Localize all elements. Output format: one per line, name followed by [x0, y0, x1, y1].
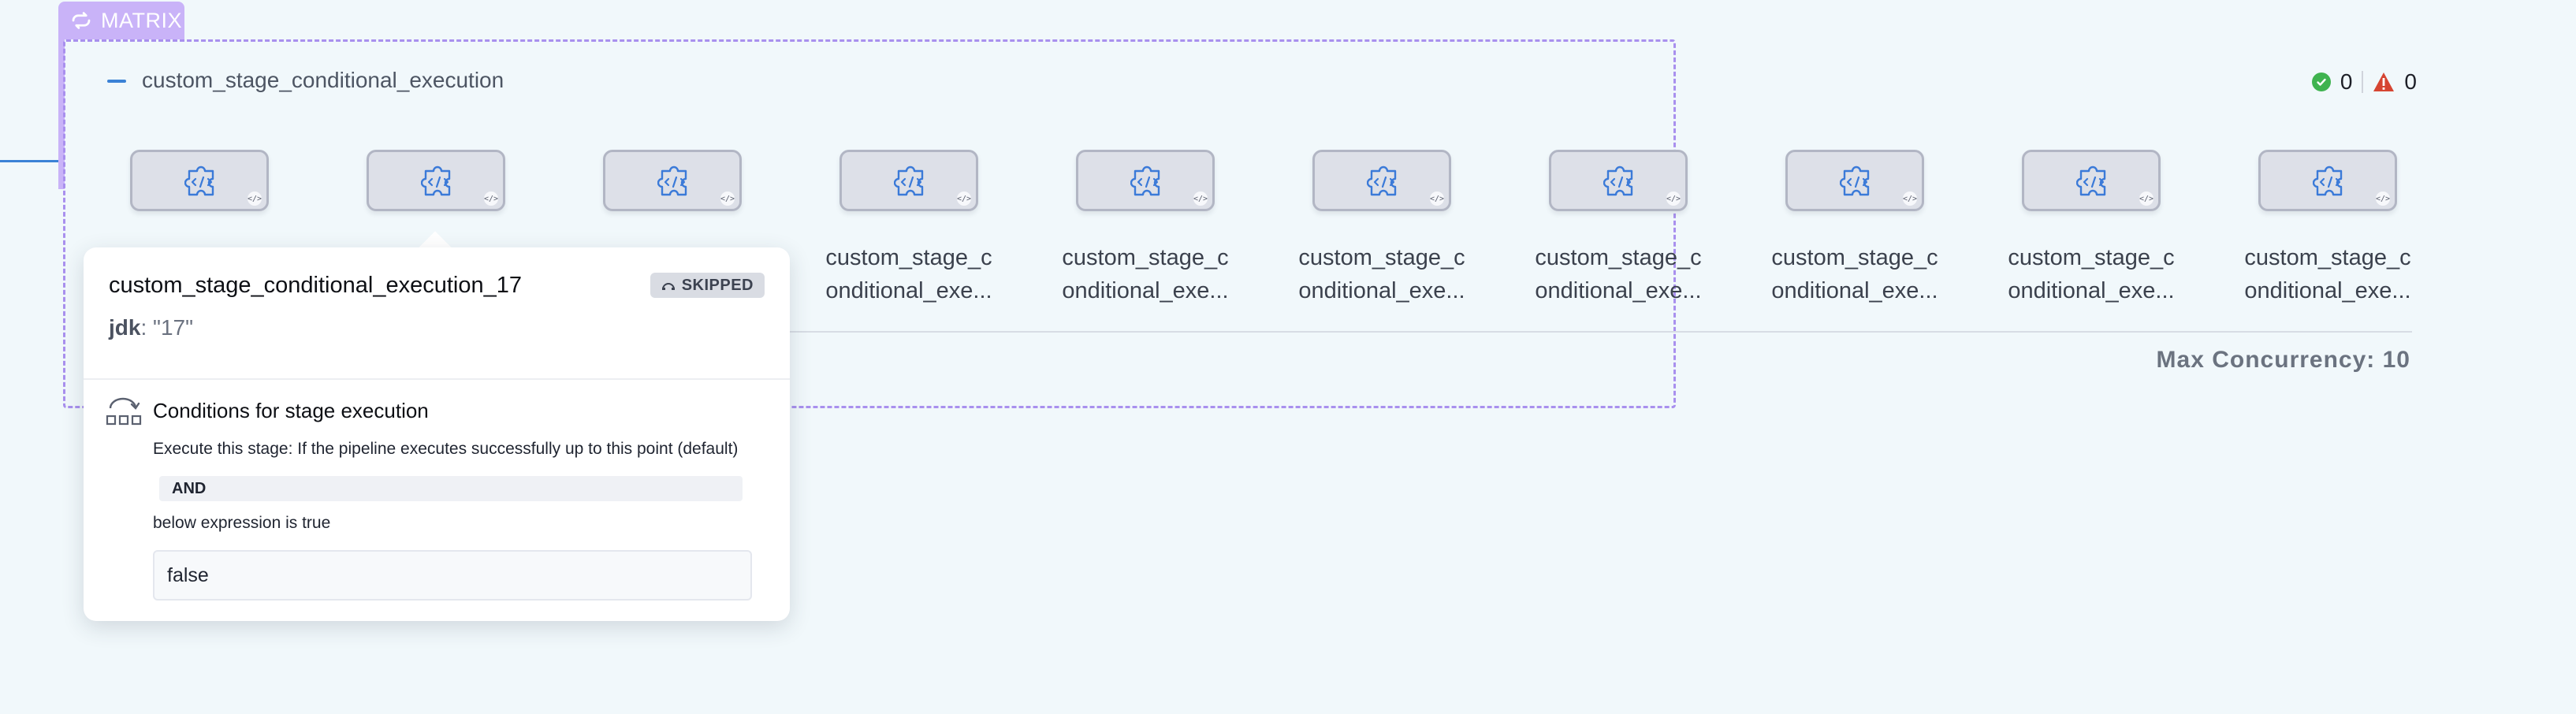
check-circle-icon: [2311, 73, 2331, 91]
matrix-stage-label-line1: custom_stage_c: [1771, 245, 1938, 270]
matrix-stage-node[interactable]: </>: [130, 150, 269, 211]
matrix-stage-label: custom_stage_c onditional_exe...: [814, 241, 1003, 307]
stage-title: custom_stage_conditional_execution: [142, 68, 504, 92]
matrix-container: [63, 39, 1676, 408]
status-counts: 0 0: [2311, 69, 2417, 95]
condition-operator: AND: [159, 476, 743, 501]
collapse-icon[interactable]: [107, 80, 126, 83]
matrix-stage-label: custom_stage_c onditional_exe...: [1760, 241, 1949, 307]
stage-tooltip: custom_stage_conditional_execution_17 SK…: [84, 247, 790, 621]
status-badge: SKIPPED: [650, 273, 765, 298]
code-badge-icon: </>: [2139, 192, 2153, 206]
matrix-stage-label: custom_stage_c onditional_exe...: [2233, 241, 2422, 307]
status-separator: [2362, 71, 2364, 93]
skip-icon: [661, 283, 675, 290]
max-concurrency: Max Concurrency: 10: [2156, 347, 2410, 373]
puzzle-code-icon: [1367, 165, 1397, 196]
matrix-stage-label-line1: custom_stage_c: [2244, 245, 2411, 270]
code-badge-icon: </>: [1903, 192, 1917, 206]
code-badge-icon: </>: [720, 192, 735, 206]
matrix-stage-label-line2: onditional_exe...: [1535, 278, 1702, 303]
matrix-stage-label: custom_stage_c onditional_exe...: [1997, 241, 2186, 307]
puzzle-code-icon: [657, 165, 687, 196]
matrix-stage-label-line1: custom_stage_c: [1298, 245, 1465, 270]
puzzle-code-icon: [421, 165, 451, 196]
matrix-accent-bar: [58, 38, 65, 189]
matrix-stage-label: custom_stage_c onditional_exe...: [1524, 241, 1713, 307]
execute-condition-text: Execute this stage: If the pipeline exec…: [153, 440, 739, 458]
tooltip-divider: [84, 378, 790, 380]
matrix-stage-node[interactable]: </>: [2022, 150, 2161, 211]
code-badge-icon: </>: [484, 192, 498, 206]
success-count: 0: [2340, 69, 2353, 94]
pipeline-connector-line: [0, 160, 61, 162]
conditional-execution-icon: [106, 397, 142, 426]
matrix-stage-label: custom_stage_c onditional_exe...: [1051, 241, 1240, 307]
matrix-stage-label-line2: onditional_exe...: [1062, 278, 1229, 303]
puzzle-code-icon: [1840, 165, 1870, 196]
matrix-stage-label-line2: onditional_exe...: [825, 278, 992, 303]
failure-count: 0: [2404, 69, 2417, 94]
expression-value: false: [153, 550, 752, 601]
matrix-label: MATRIX: [101, 8, 182, 32]
puzzle-code-icon: [1603, 165, 1633, 196]
matrix-stage-node[interactable]: </>: [1312, 150, 1451, 211]
matrix-stage-label-line2: onditional_exe...: [1771, 278, 1938, 303]
code-badge-icon: </>: [2376, 192, 2390, 206]
code-badge-icon: </>: [957, 192, 971, 206]
matrix-tab: MATRIX: [58, 2, 184, 39]
puzzle-code-icon: [1130, 165, 1160, 196]
code-badge-icon: </>: [1666, 192, 1681, 206]
matrix-key: jdk: [109, 315, 141, 340]
puzzle-code-icon: [894, 165, 924, 196]
code-badge-icon: </>: [1193, 192, 1208, 206]
matrix-footer-divider: [615, 331, 2412, 333]
loop-icon: [72, 12, 91, 29]
matrix-stage-label: custom_stage_c onditional_exe...: [1287, 241, 1476, 307]
matrix-stage-label-line1: custom_stage_c: [1062, 245, 1229, 270]
warning-triangle-icon: [2373, 73, 2395, 91]
puzzle-code-icon: [2076, 165, 2106, 196]
expression-condition-text: below expression is true: [153, 514, 331, 532]
conditions-title: Conditions for stage execution: [153, 399, 429, 422]
matrix-value-text: : "17": [140, 315, 194, 340]
matrix-stage-node[interactable]: </>: [2258, 150, 2397, 211]
puzzle-code-icon: [184, 165, 214, 196]
matrix-stage-label-line2: onditional_exe...: [1298, 278, 1465, 303]
tooltip-title: custom_stage_conditional_execution_17: [109, 273, 522, 298]
puzzle-code-icon: [2313, 165, 2343, 196]
matrix-stage-label-line1: custom_stage_c: [825, 245, 992, 270]
matrix-stage-label-line1: custom_stage_c: [2008, 245, 2175, 270]
matrix-stage-node[interactable]: </>: [1076, 150, 1215, 211]
code-badge-icon: </>: [1430, 192, 1444, 206]
matrix-stage-node[interactable]: </>: [603, 150, 742, 211]
status-badge-label: SKIPPED: [681, 276, 754, 294]
code-badge-icon: </>: [248, 192, 262, 206]
matrix-stage-node[interactable]: </>: [1785, 150, 1924, 211]
matrix-stage-node[interactable]: </>: [1549, 150, 1688, 211]
matrix-value: jdk: "17": [109, 315, 193, 340]
matrix-stage-label-line2: onditional_exe...: [2008, 278, 2175, 303]
matrix-stage-node[interactable]: </>: [367, 150, 505, 211]
matrix-stage-node[interactable]: </>: [839, 150, 978, 211]
matrix-stage-label-line2: onditional_exe...: [2244, 278, 2411, 303]
matrix-stage-label-line1: custom_stage_c: [1535, 245, 1702, 270]
